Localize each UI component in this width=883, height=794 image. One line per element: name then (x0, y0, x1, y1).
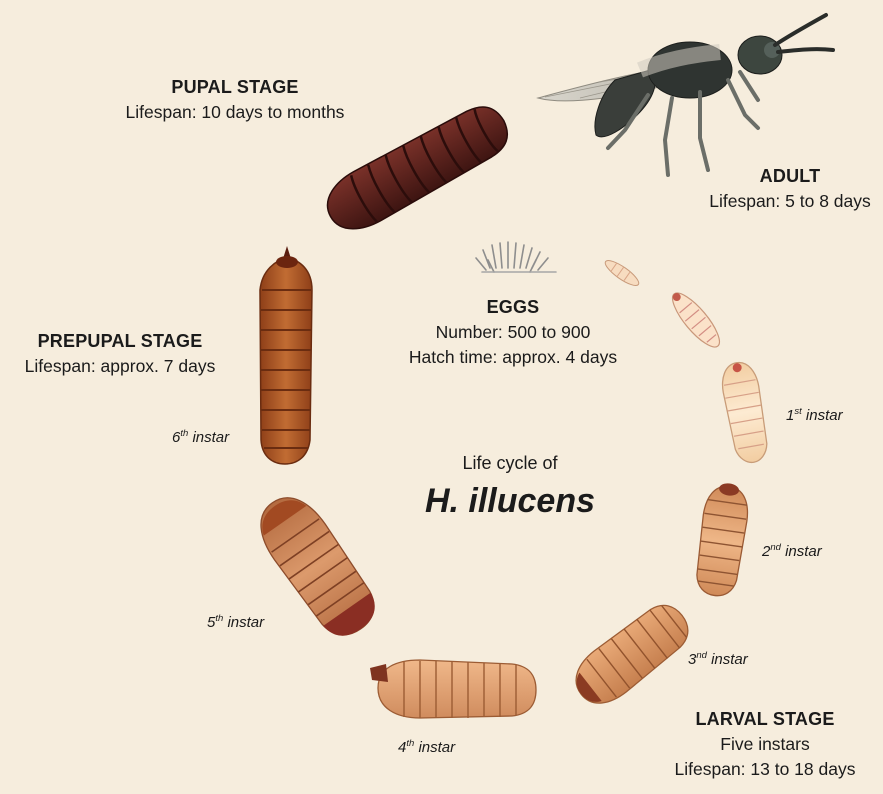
instar-label-5th: 5th instar (207, 613, 264, 631)
adult-stage-lifespan: Lifespan: 5 to 8 days (690, 189, 883, 214)
egg-cluster-icon (476, 242, 556, 272)
prepupa-icon (260, 246, 312, 464)
eggs-number: Number: 500 to 900 (378, 320, 648, 345)
larva-2nd-instar-icon (692, 480, 751, 598)
larva-5th-instar-icon (247, 485, 386, 647)
eggs-label: EGGS Number: 500 to 900 Hatch time: appr… (378, 294, 648, 371)
larva-3rd-instar-icon (565, 595, 698, 715)
prepupal-stage-lifespan: Lifespan: approx. 7 days (0, 354, 240, 379)
pupal-stage-lifespan: Lifespan: 10 days to months (100, 100, 370, 125)
instar-label-2nd: 2nd instar (762, 542, 822, 560)
larval-stage-lifespan: Lifespan: 13 to 18 days (655, 757, 875, 782)
eggs-heading: EGGS (378, 294, 648, 320)
larva-1st-instar-icon (719, 360, 772, 466)
adult-stage-heading: ADULT (690, 163, 883, 189)
instar-label-1st: 1st instar (786, 406, 843, 424)
pupal-stage-heading: PUPAL STAGE (100, 74, 370, 100)
larva-4th-instar-icon (370, 660, 536, 718)
adult-fly-icon (538, 15, 833, 175)
larva-small-icon (666, 287, 727, 353)
instar-label-4th: 4th instar (398, 738, 455, 756)
prepupal-stage-label: PREPUPAL STAGE Lifespan: approx. 7 days (0, 328, 240, 379)
larval-stage-label: LARVAL STAGE Five instars Lifespan: 13 t… (655, 706, 875, 783)
instar-label-6th: 6th instar (172, 428, 229, 446)
adult-stage-label: ADULT Lifespan: 5 to 8 days (690, 163, 883, 214)
eggs-hatch-time: Hatch time: approx. 4 days (378, 345, 648, 370)
larva-tiny-icon (602, 257, 642, 290)
prepupal-stage-heading: PREPUPAL STAGE (0, 328, 240, 354)
pupal-stage-label: PUPAL STAGE Lifespan: 10 days to months (100, 74, 370, 125)
instar-label-3rd: 3nd instar (688, 650, 748, 668)
larval-stage-instars: Five instars (655, 732, 875, 757)
diagram-title: Life cycle of (380, 453, 640, 474)
larval-stage-heading: LARVAL STAGE (655, 706, 875, 732)
species-name: H. illucens (380, 482, 640, 521)
